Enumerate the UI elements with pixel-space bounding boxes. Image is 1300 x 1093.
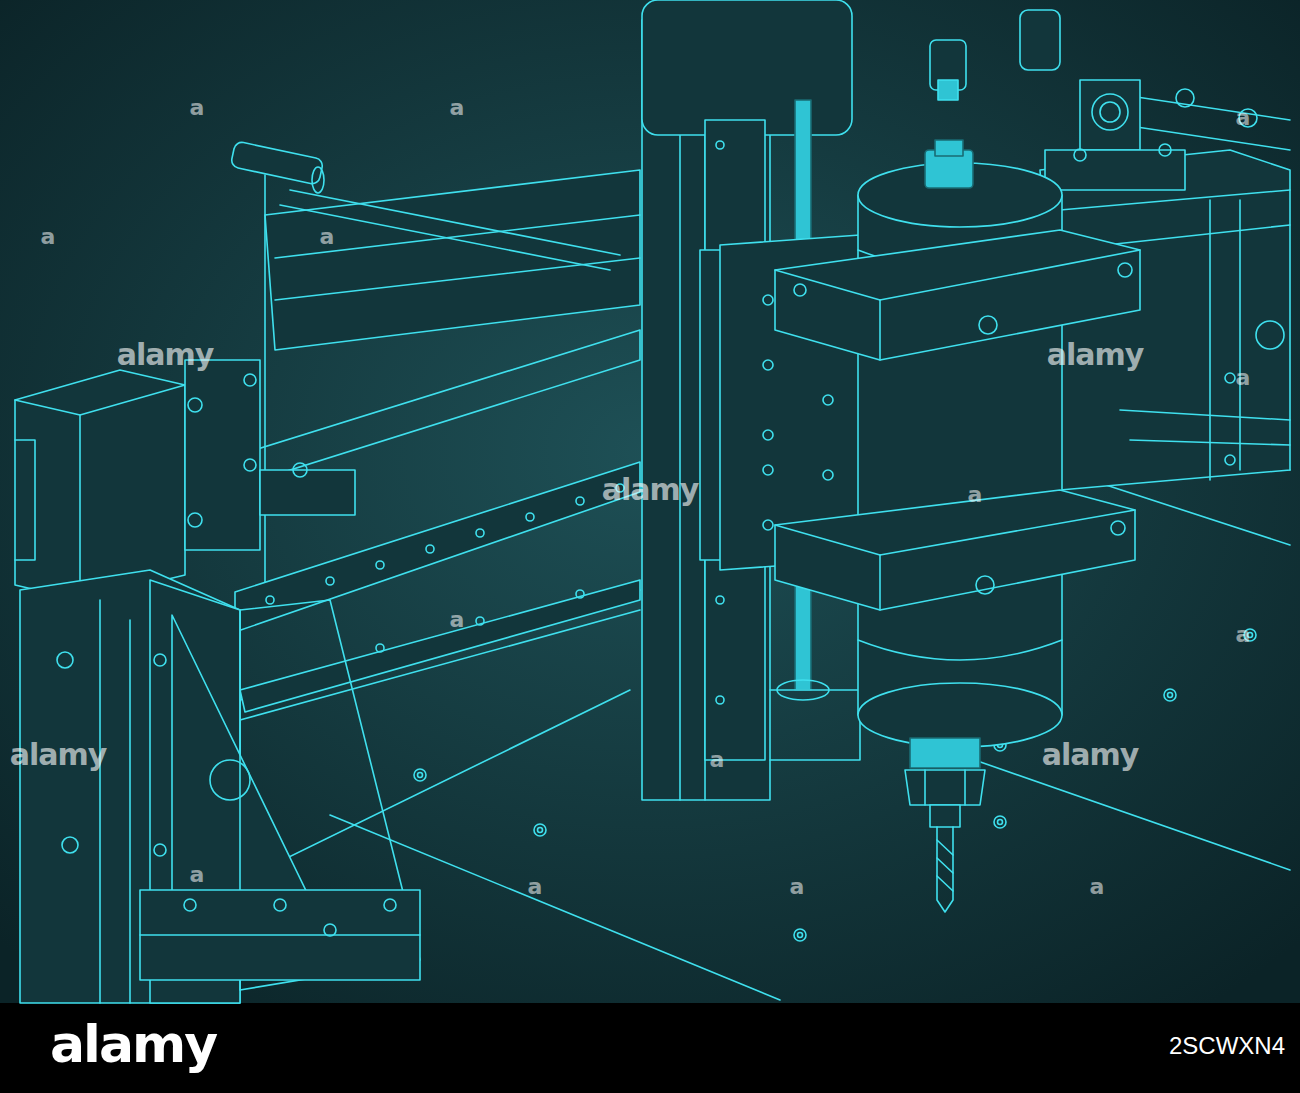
watermark: alamy: [1047, 340, 1144, 370]
spindle-motor: [775, 140, 1140, 912]
watermark-mark: a: [1090, 876, 1105, 898]
watermark-mark: a: [1236, 107, 1251, 129]
watermark-mark: a: [1236, 367, 1251, 389]
watermark-mark: a: [450, 97, 465, 119]
watermark-mark: a: [320, 226, 335, 248]
watermark-mark: a: [450, 609, 465, 631]
watermark: alamy: [117, 340, 214, 370]
brand-logo: alamy: [50, 1018, 216, 1070]
footer-bar: [0, 1003, 1300, 1093]
watermark: alamy: [10, 740, 107, 770]
linear-rail: [235, 462, 640, 712]
machine-lines: [15, 0, 1290, 1003]
blueprint-ground: [0, 0, 1300, 1003]
watermark-mark: a: [190, 864, 205, 886]
watermark-mark: a: [1236, 624, 1251, 646]
image-id: 2SCWXN4: [1169, 1034, 1285, 1058]
watermark-mark: a: [790, 876, 805, 898]
watermark: alamy: [602, 475, 699, 505]
watermark-mark: a: [190, 97, 205, 119]
watermark: alamy: [1042, 740, 1139, 770]
watermark-mark: a: [41, 226, 56, 248]
watermark-mark: a: [968, 484, 983, 506]
stepper-motor: [15, 360, 355, 600]
side-plate: [20, 570, 420, 1003]
watermark-mark: a: [710, 749, 725, 771]
watermark-mark: a: [528, 876, 543, 898]
